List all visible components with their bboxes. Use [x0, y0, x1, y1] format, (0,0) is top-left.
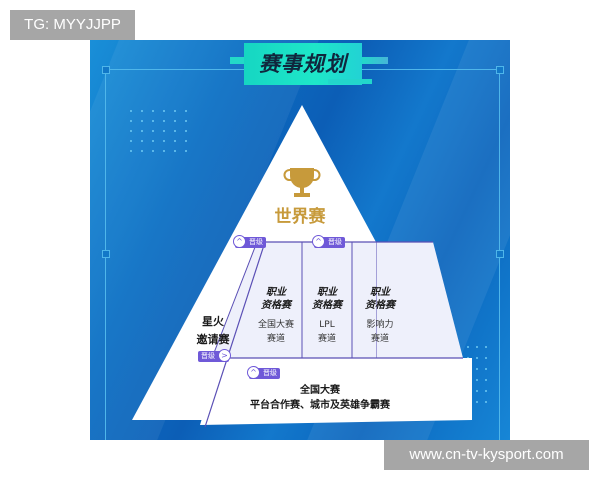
- dot-grid-decoration: [130, 110, 187, 152]
- title-plate: [244, 43, 362, 85]
- spark-invitational-line1: 星火: [202, 315, 224, 328]
- frame-corner-marker: [496, 66, 504, 74]
- trophy-icon: [283, 168, 321, 197]
- apex-world-championship: 世界赛: [274, 207, 326, 227]
- frame-corner-marker: [102, 250, 110, 258]
- qualifier-track: 赛道: [370, 334, 389, 344]
- promotion-tag-label: 晋级: [328, 238, 342, 246]
- qualifier-track: LPL: [319, 320, 335, 330]
- site-watermark: www.cn-tv-kysport.com: [384, 440, 589, 470]
- national-tournament-base: 全国大赛 平台合作赛、城市及英雄争霸赛: [220, 383, 420, 413]
- title-plate-decoration: [230, 57, 246, 64]
- spark-invitational-line2: 邀请赛: [196, 333, 230, 346]
- qualifier-title: 资格赛: [312, 300, 342, 311]
- qualifier-cell: 职业 资格赛 影响力 赛道: [353, 286, 407, 346]
- qualifier-title: 职业: [266, 287, 286, 298]
- title-plate-decoration: [362, 57, 388, 64]
- qualifier-title: 职业: [370, 287, 390, 298]
- qualifier-title: 职业: [317, 287, 337, 298]
- qualifier-track: 影响力: [366, 320, 394, 330]
- qualifier-cell: 职业 资格赛 LPL 赛道: [302, 286, 352, 346]
- event-plan-poster: 赛事规划 世界赛 ^ 晋级 ^: [90, 40, 510, 440]
- chevron-up-icon: ^: [233, 235, 246, 248]
- qualifier-track: 赛道: [317, 334, 336, 344]
- spark-invitational-label: 星火 邀请赛: [188, 313, 238, 349]
- qualifier-cell: 职业 资格赛 全国大赛 赛道: [248, 286, 304, 346]
- qualifier-title: 资格赛: [365, 300, 395, 311]
- promotion-tag: ^ 晋级: [247, 366, 280, 379]
- promotion-tag: ^ 晋级: [233, 235, 266, 248]
- poster-title: 赛事规划: [259, 52, 347, 76]
- pyramid-diagram: [132, 105, 472, 428]
- telegram-watermark: TG: MYYJJPP: [10, 10, 135, 40]
- chevron-right-icon: >: [218, 349, 231, 362]
- frame-corner-marker: [496, 250, 504, 258]
- qualifier-title: 资格赛: [261, 300, 291, 311]
- chevron-up-icon: ^: [247, 366, 260, 379]
- qualifier-track: 全国大赛: [257, 320, 294, 330]
- frame-corner-marker: [102, 66, 110, 74]
- qualifier-track: 赛道: [266, 334, 285, 344]
- promotion-tag: ^ 晋级: [312, 235, 345, 248]
- title-plate-decoration: [328, 79, 372, 84]
- base-title: 全国大赛: [300, 385, 340, 396]
- promotion-tag-label: 晋级: [201, 352, 215, 360]
- promotion-tag-label: 晋级: [249, 238, 263, 246]
- promotion-tag-label: 晋级: [263, 369, 277, 377]
- chevron-up-icon: ^: [312, 235, 325, 248]
- base-subtitle: 平台合作赛、城市及英雄争霸赛: [250, 400, 390, 411]
- promotion-tag: 晋级 >: [198, 349, 231, 362]
